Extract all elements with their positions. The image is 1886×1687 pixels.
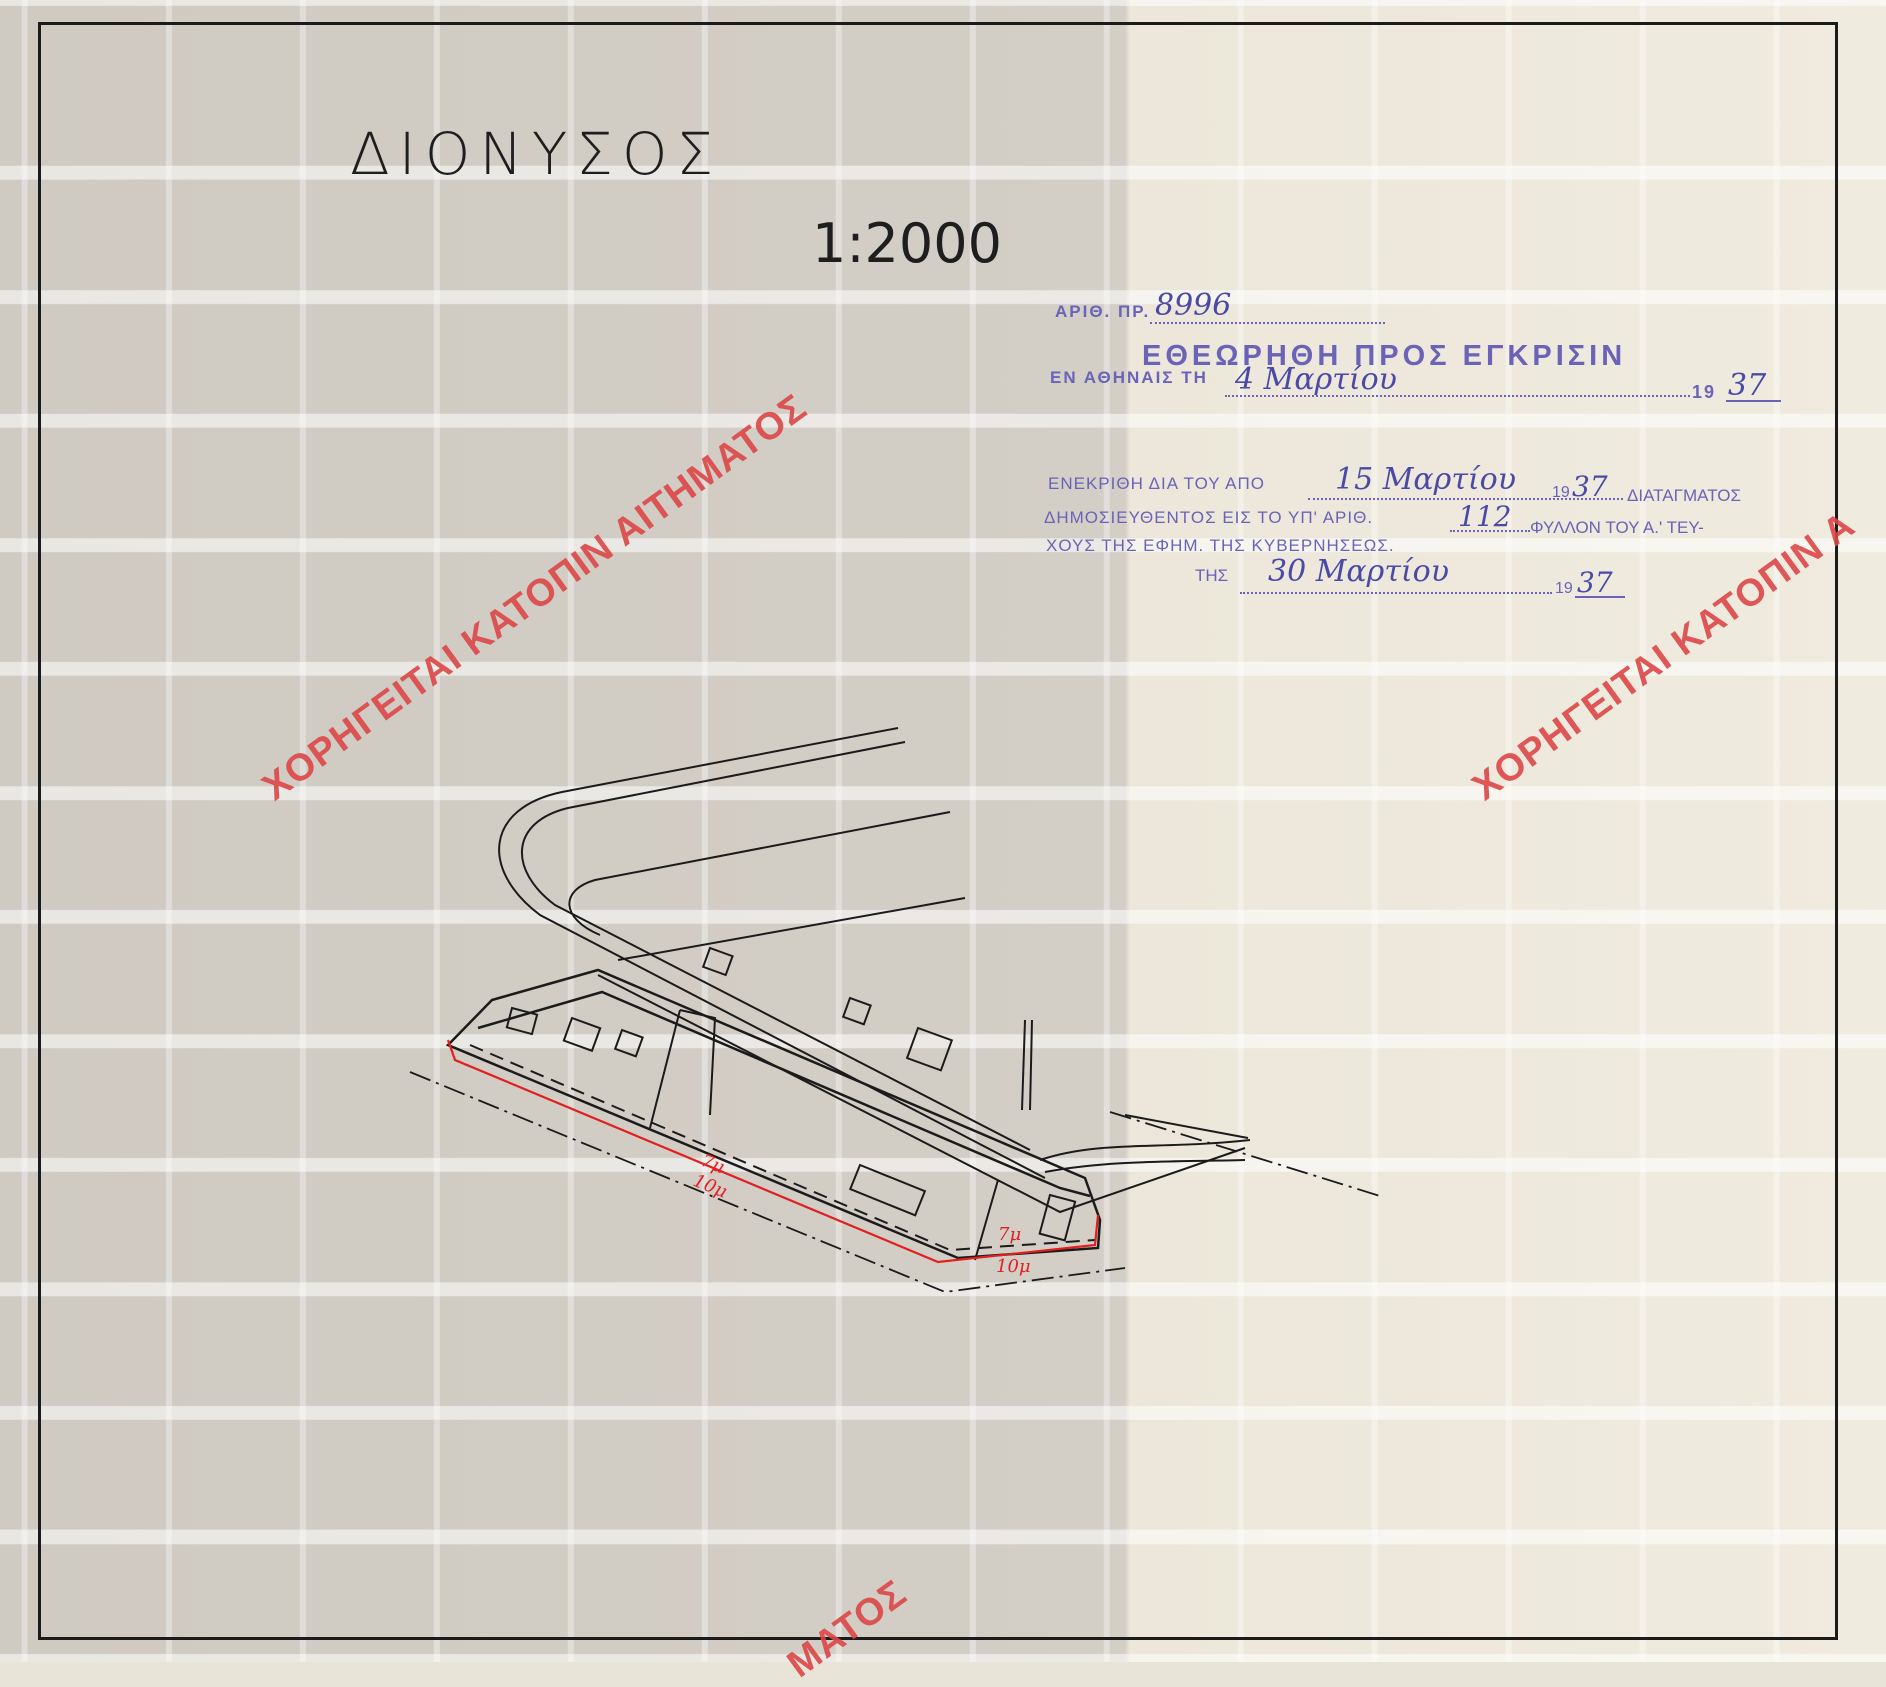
end-inner-label: 7μ — [998, 1224, 1021, 1245]
road-inner-edge — [520, 741, 1031, 1151]
setback-dashed — [469, 1044, 1096, 1252]
protocol-label: ΑΡΙΘ. ΠΡ. — [1055, 302, 1151, 321]
protocol-dotted-line — [1150, 322, 1385, 324]
stamp-heading: ΕΘΕΩΡΗΘΗ ΠΡΟΣ ΕΓΚΡΙΣΙΝ — [1142, 340, 1627, 372]
road-outer-edge — [498, 727, 1046, 1179]
gazette-date: 30 Μαρτίου — [1268, 554, 1449, 589]
date-dotted-line — [1225, 395, 1690, 397]
protocol-number: 8996 — [1155, 288, 1232, 323]
year-prefix: 19 — [1692, 382, 1717, 402]
decree-line2-suffix: ΦΥΛΛΟΝ ΤΟΥ Α.' ΤΕΥ- — [1530, 518, 1704, 537]
building-8 — [1038, 1193, 1077, 1242]
decree-line3: ΧΟΥΣ ΤΗΣ ΕΦΗΜ. ΤΗΣ ΚΥΒΕΡΝΗΣΕΩΣ. — [1046, 536, 1395, 555]
parcel-inner-boundary — [477, 990, 1091, 1198]
approval-year: 37 — [1728, 368, 1767, 403]
gazette-year-prefix: 19 — [1555, 580, 1573, 597]
decree-year: 37 — [1572, 470, 1608, 503]
parcel-outline — [445, 968, 1102, 1260]
road-east-edge-c — [1124, 1114, 1249, 1139]
year-underline — [1726, 400, 1781, 402]
building-1 — [505, 1006, 539, 1036]
decree-dotted-line — [1308, 498, 1623, 500]
building-7 — [848, 1163, 927, 1217]
gazette-number: 112 — [1458, 500, 1512, 533]
setback-dashed-line — [469, 1044, 1096, 1252]
building-2 — [562, 1016, 602, 1053]
wall-line-a — [679, 1009, 717, 1116]
road-continuation — [597, 974, 1246, 1214]
axis-line-lower — [409, 1071, 1126, 1293]
map-frame — [38, 22, 1838, 1640]
road-second-edge — [568, 811, 951, 936]
building-3 — [613, 1028, 644, 1058]
axis-line-east — [1109, 1111, 1381, 1197]
depth-outer-label: 10μ — [690, 1170, 730, 1202]
building-6 — [701, 946, 734, 977]
road-lines — [498, 727, 1251, 1214]
gazette-dotted-line — [1240, 592, 1552, 594]
decree-line2-prefix: ΔΗΜΟΣΙΕΥΘΕΝΤΟΣ ΕΙΣ ΤΟ ΥΠ' ΑΡΙΘ. — [1044, 508, 1374, 527]
decree-line1-prefix: ΕΝΕΚΡΙΘΗ ΔΙΑ ΤΟΥ ΑΠΟ — [1048, 474, 1265, 493]
approval-date: 4 Μαρτίου — [1235, 362, 1397, 397]
road-lower-edge — [617, 897, 966, 961]
building-line-red — [446, 1039, 1100, 1264]
decree-line1-suffix: ΔΙΑΤΑΓΜΑΤΟΣ — [1627, 486, 1742, 505]
road-east-edge-a — [1039, 1139, 1251, 1161]
decree-line4-prefix: ΤΗΣ — [1195, 566, 1229, 585]
decree-year-prefix: 19 — [1552, 484, 1570, 501]
gazette-year-underline — [1575, 596, 1625, 598]
dividing-line — [974, 1179, 999, 1261]
red-building-line — [446, 1039, 1100, 1264]
number-dotted-line — [1450, 530, 1530, 532]
pole-lines — [1021, 1019, 1033, 1111]
wall-line-b — [649, 1009, 681, 1129]
axis-lines — [409, 1071, 1381, 1293]
gazette-year: 37 — [1577, 566, 1613, 599]
road-east-edge-b — [1044, 1159, 1246, 1173]
building-4 — [841, 996, 872, 1026]
map-scale: 1:2000 — [812, 212, 1002, 275]
place-date-label: ΕΝ ΑΘΗΝΑΙΣ ΤΗ — [1050, 368, 1208, 387]
buildings — [505, 946, 1077, 1261]
decree-date: 15 Μαρτίου — [1335, 462, 1516, 497]
parcel-boundary — [445, 968, 1102, 1260]
place-name-title: ΔΙΟΝΥΣΟΣ — [350, 120, 723, 188]
building-5 — [905, 1026, 954, 1072]
end-outer-label: 10μ — [996, 1256, 1031, 1277]
